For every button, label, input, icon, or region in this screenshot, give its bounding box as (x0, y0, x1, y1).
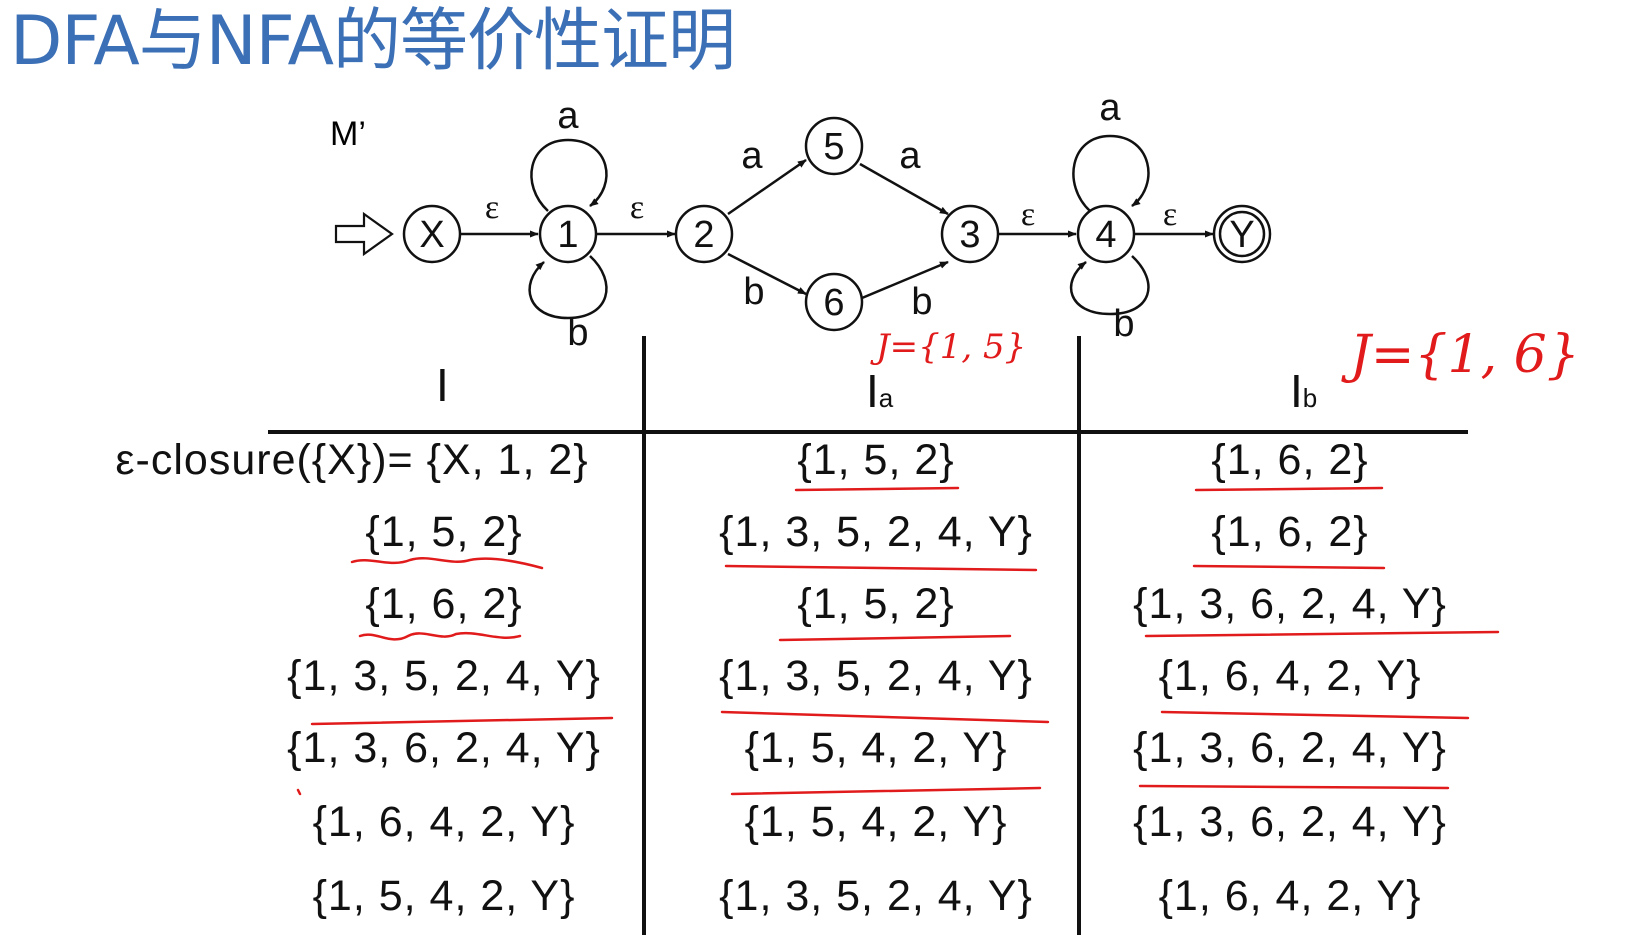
state-y-inner (1218, 210, 1266, 258)
state-2 (674, 204, 734, 264)
state-3 (940, 204, 1000, 264)
edges (460, 134, 1214, 320)
edge-6-3 (861, 260, 949, 300)
cell-ia: {1, 3, 5, 2, 4, Y} (719, 872, 1033, 920)
state-label: 1 (557, 214, 578, 256)
cell-ia: {1, 5, 4, 2, Y} (744, 798, 1008, 846)
state-6 (804, 272, 864, 332)
edge-label: a (1099, 87, 1121, 129)
state-label: 5 (823, 126, 844, 168)
cell-i: {1, 5, 2} (365, 508, 523, 556)
cell-ib: {1, 6, 2} (1211, 508, 1369, 556)
edge-label: ε (485, 189, 499, 226)
state-label: 3 (959, 214, 980, 256)
header-subscript: a (878, 383, 894, 413)
start-arrow-icon (334, 211, 394, 257)
cell-ia: {1, 5, 4, 2, Y} (744, 724, 1008, 772)
column-header-ia: Ia (866, 364, 893, 418)
state-label: 6 (823, 282, 844, 324)
state-label: 4 (1095, 214, 1116, 256)
edge-label: ε (630, 189, 644, 226)
automaton-name: M’ (330, 115, 366, 153)
cell-ib: {1, 3, 6, 2, 4, Y} (1133, 580, 1447, 628)
header-main: I (866, 365, 879, 417)
edge-label: ε (1163, 196, 1177, 233)
state-1 (538, 204, 598, 264)
column-header-ib: Ib (1290, 364, 1317, 418)
edge-label: a (899, 135, 921, 177)
cell-i: {1, 6, 4, 2, Y} (312, 798, 576, 846)
edge-label: b (1113, 303, 1134, 345)
annotation-jb: J={1, 6} (1341, 325, 1580, 385)
state-label: Y (1229, 214, 1254, 256)
state-5 (804, 116, 864, 176)
cell-ib: {1, 6, 4, 2, Y} (1158, 652, 1422, 700)
loop-1-b (528, 255, 608, 320)
cell-i: {1, 3, 6, 2, 4, Y} (287, 724, 601, 772)
loop-4-b (1069, 255, 1150, 316)
edge-label: b (567, 312, 588, 354)
cell-ia: {1, 3, 5, 2, 4, Y} (719, 508, 1033, 556)
page-title: DFA与NFA的等价性证明 (10, 2, 736, 81)
loop-1-a (530, 138, 608, 212)
red-underlines (296, 486, 1500, 796)
state-label: 2 (693, 214, 714, 256)
edge-2-5 (727, 158, 807, 216)
cell-ia: {1, 5, 2} (797, 436, 955, 484)
cell-i: {1, 5, 4, 2, Y} (312, 872, 576, 920)
state-label: X (419, 214, 444, 256)
column-header-i: I (436, 359, 449, 411)
cell-ib: {1, 3, 6, 2, 4, Y} (1133, 798, 1447, 846)
edge-2-6 (727, 252, 807, 296)
cell-i: {1, 3, 5, 2, 4, Y} (287, 652, 601, 700)
state-4 (1076, 204, 1136, 264)
cell-i: {1, 6, 2} (365, 580, 523, 628)
header-subscript: b (1302, 383, 1318, 413)
loop-4-a (1072, 134, 1150, 212)
edge-label: b (743, 271, 764, 313)
annotation-ja: J={1, 5} (870, 327, 1026, 367)
edge-label: a (741, 135, 763, 177)
cell-ib: {1, 3, 6, 2, 4, Y} (1133, 724, 1447, 772)
cell-i: ε-closure({X})= {X, 1, 2} (115, 436, 589, 484)
edge-label: b (911, 281, 932, 323)
edge-label: a (557, 95, 579, 137)
cell-ia: {1, 5, 2} (797, 580, 955, 628)
header-main: I (1290, 365, 1303, 417)
cell-ia: {1, 3, 5, 2, 4, Y} (719, 652, 1033, 700)
cell-ib: {1, 6, 2} (1211, 436, 1369, 484)
cell-ib: {1, 6, 4, 2, Y} (1158, 872, 1422, 920)
edge-5-3 (859, 162, 949, 216)
state-x (402, 204, 462, 264)
edge-label: ε (1021, 196, 1035, 233)
